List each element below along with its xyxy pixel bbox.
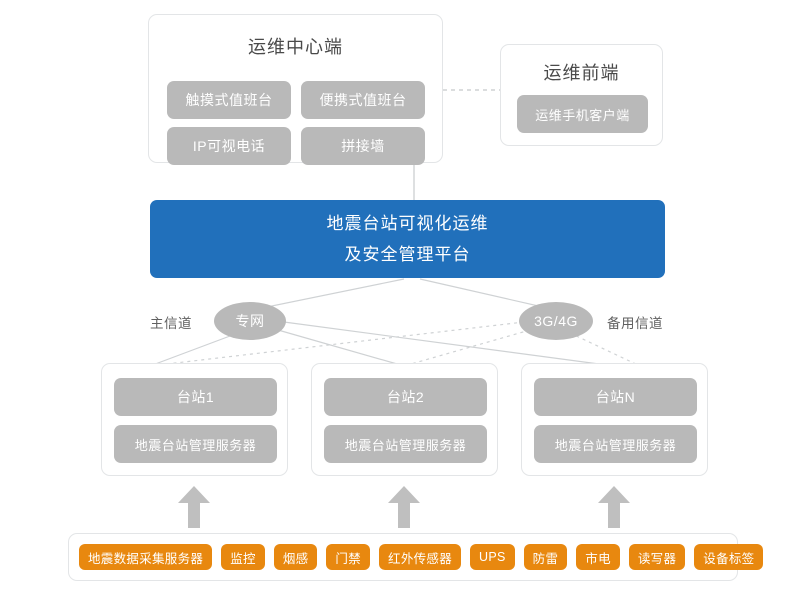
link-3g4g-to-stationN bbox=[569, 332, 641, 367]
device-tag-mains-power[interactable]: 市电 bbox=[576, 544, 620, 570]
front-panel-title: 运维前端 bbox=[543, 63, 620, 83]
link-3g4g-to-station2 bbox=[403, 329, 531, 367]
device-panel: 地震数据采集服务器 监控 烟感 门禁 红外传感器 UPS 防雷 市电 读写器 设… bbox=[68, 533, 764, 581]
link-zhuanwang-to-stationN bbox=[283, 321, 615, 367]
center-panel: 运维中心端 触摸式值班台 便携式值班台 IP可视电话 拼接墙 bbox=[148, 14, 443, 165]
station-1-server[interactable]: 地震台站管理服务器 bbox=[114, 425, 277, 463]
station-2-server[interactable]: 地震台站管理服务器 bbox=[324, 425, 487, 463]
station-card-2: 台站2 地震台站管理服务器 bbox=[311, 363, 498, 476]
platform-line1: 地震台站可视化运维 bbox=[326, 214, 489, 233]
device-tag-infrared-sensor[interactable]: 红外传感器 bbox=[379, 544, 462, 570]
up-arrow-icon-stationN bbox=[598, 486, 630, 528]
station-n-name[interactable]: 台站N bbox=[534, 378, 697, 416]
up-arrow-icon-station1 bbox=[178, 486, 210, 528]
up-arrow-icon-station2 bbox=[388, 486, 420, 528]
node-3g4g[interactable]: 3G/4G bbox=[519, 302, 593, 340]
button-video-wall[interactable]: 拼接墙 bbox=[301, 127, 425, 165]
button-touch-duty-console[interactable]: 触摸式值班台 bbox=[167, 81, 291, 119]
station-1-name[interactable]: 台站1 bbox=[114, 378, 277, 416]
platform-box: 地震台站可视化运维 及安全管理平台 bbox=[150, 200, 665, 278]
button-mobile-client[interactable]: 运维手机客户端 bbox=[517, 95, 648, 133]
node-private-network[interactable]: 专网 bbox=[214, 302, 286, 340]
station-2-name[interactable]: 台站2 bbox=[324, 378, 487, 416]
station-n-server[interactable]: 地震台站管理服务器 bbox=[534, 425, 697, 463]
center-panel-title: 运维中心端 bbox=[248, 37, 343, 57]
link-zhuanwang-to-station1 bbox=[149, 332, 239, 367]
device-tag-surveillance[interactable]: 监控 bbox=[221, 544, 265, 570]
station-card-1: 台站1 地震台站管理服务器 bbox=[101, 363, 288, 476]
main-channel-label: 主信道 bbox=[150, 316, 192, 331]
device-tag-lightning-protection[interactable]: 防雷 bbox=[523, 544, 568, 570]
device-tag-smoke-detector[interactable]: 烟感 bbox=[273, 544, 318, 570]
device-tag-ups[interactable]: UPS bbox=[470, 544, 515, 570]
backup-channel-label: 备用信道 bbox=[607, 316, 663, 331]
front-panel: 运维前端 运维手机客户端 bbox=[500, 44, 663, 146]
link-zhuanwang-to-station2 bbox=[277, 329, 405, 367]
device-tag-access-control[interactable]: 门禁 bbox=[326, 544, 371, 570]
device-tag-equipment-label[interactable]: 设备标签 bbox=[694, 544, 764, 570]
link-platform-to-zhuanwang bbox=[251, 278, 405, 311]
device-tag-reader[interactable]: 读写器 bbox=[628, 544, 686, 570]
device-tag-data-acquisition-server[interactable]: 地震数据采集服务器 bbox=[79, 544, 213, 570]
station-card-n: 台站N 地震台站管理服务器 bbox=[521, 363, 708, 476]
platform-line2: 及安全管理平台 bbox=[344, 245, 471, 264]
button-portable-duty-console[interactable]: 便携式值班台 bbox=[301, 81, 425, 119]
button-ip-video-phone[interactable]: IP可视电话 bbox=[167, 127, 291, 165]
